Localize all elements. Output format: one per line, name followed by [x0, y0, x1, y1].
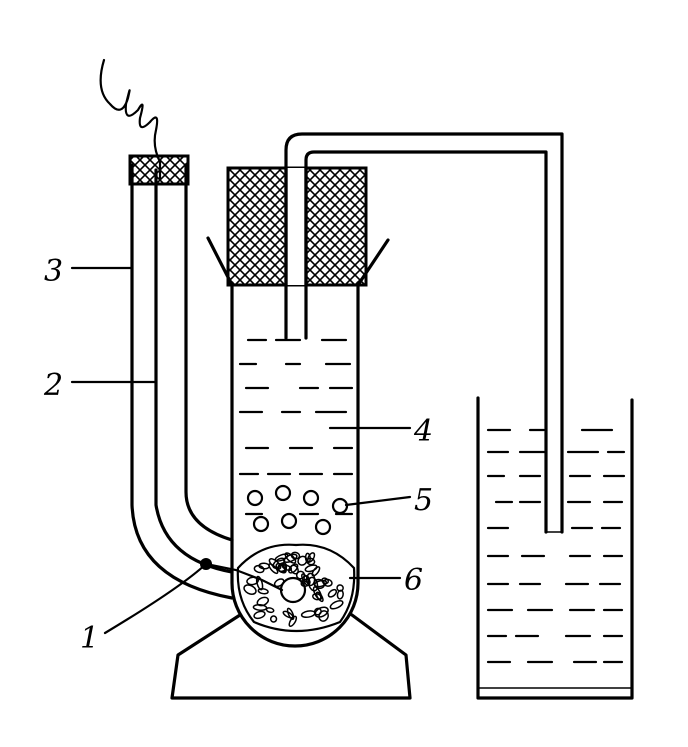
reagent-grain — [272, 557, 286, 569]
reagent-mass — [236, 543, 356, 633]
callout-leaders — [70, 266, 412, 635]
reagent-grain — [275, 562, 287, 574]
reagent-grain — [312, 586, 323, 601]
reagent-grain — [253, 610, 266, 620]
callout-1: 1 — [80, 621, 99, 656]
reagent-grain — [303, 574, 310, 583]
bubble — [252, 515, 270, 533]
bubble — [331, 497, 349, 515]
reagent-grain — [286, 607, 295, 621]
bubble — [246, 489, 264, 507]
gas-bubbles — [246, 484, 349, 536]
leader-5 — [344, 495, 412, 507]
callout-2: 2 — [43, 368, 63, 403]
reagent-grain — [265, 607, 275, 614]
reagent-grain — [284, 552, 297, 564]
reagent-grain — [255, 575, 264, 591]
callout-6: 6 — [404, 563, 423, 598]
reagent-grain — [301, 573, 310, 587]
reagent-grain — [258, 562, 271, 570]
beaker — [476, 396, 634, 700]
side-tube — [128, 154, 234, 600]
reagent-grain — [300, 610, 316, 619]
reagent-grain — [327, 588, 338, 598]
reagent-grain — [288, 615, 298, 628]
stand-base — [170, 613, 412, 700]
stopper — [226, 166, 368, 287]
reagent-grain — [282, 610, 294, 619]
reagent-grain — [321, 577, 330, 585]
reagent-grain — [312, 592, 322, 601]
reagent-grain — [336, 589, 344, 600]
bubble — [302, 489, 320, 507]
delivery-tube — [284, 132, 564, 534]
reagent-grain — [273, 578, 285, 588]
reagent-grain — [243, 584, 257, 595]
bubble — [274, 484, 292, 502]
tube-liquid — [238, 338, 354, 516]
callout-3: 3 — [44, 254, 63, 289]
reagent-grain — [311, 566, 321, 577]
reagent-grain — [257, 587, 269, 595]
reagent-grain — [253, 564, 265, 574]
bubble — [314, 518, 332, 536]
callout-labels: 3 2 4 5 6 1 — [43, 254, 433, 656]
reagent-grain — [329, 600, 344, 610]
callout-4: 4 — [413, 414, 433, 449]
reagent-grain — [290, 564, 299, 575]
bubble — [280, 512, 298, 530]
reagent-grain — [256, 596, 270, 607]
reagent-grain — [305, 572, 316, 587]
reagent-grain — [269, 615, 278, 623]
leader-1 — [103, 562, 208, 635]
callout-5: 5 — [414, 483, 433, 518]
beaker-liquid — [486, 428, 626, 664]
reagent-grain — [297, 555, 308, 566]
